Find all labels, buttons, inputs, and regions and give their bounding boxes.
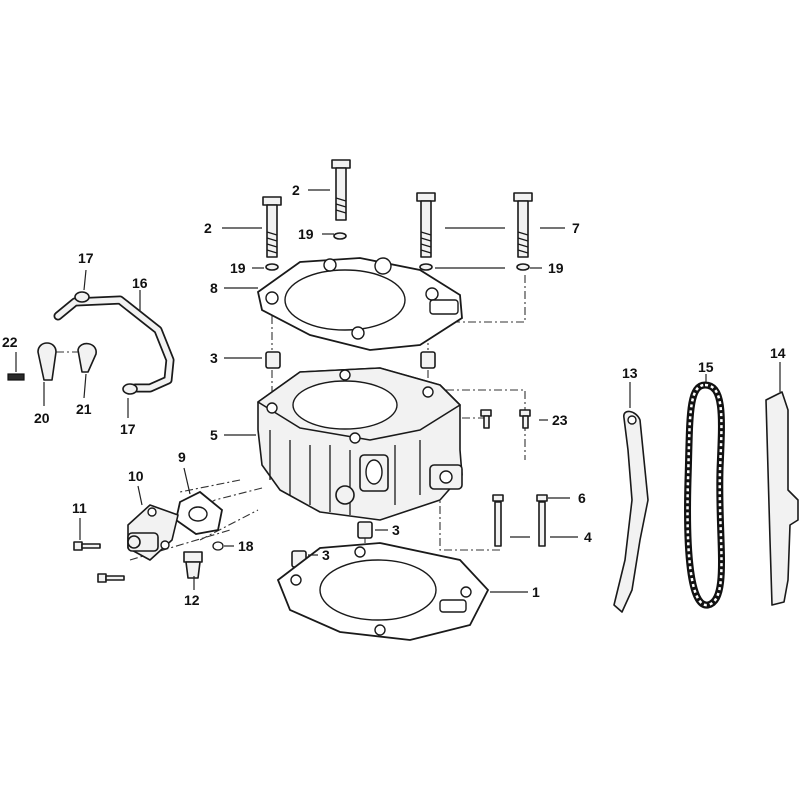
head-gasket [256, 257, 463, 351]
callout-4: 4 [584, 529, 592, 545]
small-bolts [480, 409, 531, 429]
callout-23: 23 [552, 412, 568, 428]
cam-chain-tensioner [127, 504, 179, 561]
callout-10: 10 [128, 468, 144, 484]
chain-guide [613, 410, 649, 613]
callout-12: 12 [184, 592, 200, 608]
callout-17-bottom: 17 [120, 421, 136, 437]
callout-9: 9 [178, 449, 186, 465]
callout-16: 16 [132, 275, 148, 291]
callout-7: 7 [572, 220, 580, 236]
callout-18: 18 [238, 538, 254, 554]
callout-15: 15 [698, 359, 714, 375]
o-ring [212, 541, 224, 551]
callout-labels: 2 2 7 19 19 19 8 3 5 23 6 4 3 3 1 9 10 1… [2, 182, 786, 608]
cylinder-bolt-left [262, 196, 282, 258]
cylinder-bolt-right-a [416, 192, 436, 258]
callout-3-lower: 3 [322, 547, 330, 563]
callout-19-right: 19 [548, 260, 564, 276]
callout-17-top: 17 [78, 250, 94, 266]
callout-13: 13 [622, 365, 638, 381]
cylinder-bolt-center [331, 159, 351, 221]
cam-chain [684, 381, 725, 609]
tensioner-gasket [174, 490, 223, 535]
callout-6: 6 [578, 490, 586, 506]
cylinder-block [257, 367, 463, 521]
callout-3-upper: 3 [210, 350, 218, 366]
callout-20: 20 [34, 410, 50, 426]
callout-1: 1 [532, 584, 540, 600]
callout-21: 21 [76, 401, 92, 417]
callout-19-left: 19 [230, 260, 246, 276]
callout-2-top: 2 [292, 182, 300, 198]
callout-5: 5 [210, 427, 218, 443]
tensioner-plug [183, 551, 203, 579]
base-gasket [276, 542, 490, 641]
leader-lines [15, 189, 781, 593]
washers [265, 232, 530, 271]
oil-pipe [53, 291, 175, 395]
callout-3-middle: 3 [392, 522, 400, 538]
callout-14: 14 [770, 345, 786, 361]
callout-8: 8 [210, 280, 218, 296]
callout-22: 22 [2, 334, 18, 350]
callout-19-center: 19 [298, 226, 314, 242]
chain-tensioner-slipper [765, 391, 799, 606]
studs [492, 494, 548, 547]
tensioner-bolts [73, 541, 125, 583]
cylinder-bolt-right-b [513, 192, 533, 258]
callout-11: 11 [72, 500, 87, 516]
callout-2-left: 2 [204, 220, 212, 236]
pipe-clips [7, 342, 97, 381]
